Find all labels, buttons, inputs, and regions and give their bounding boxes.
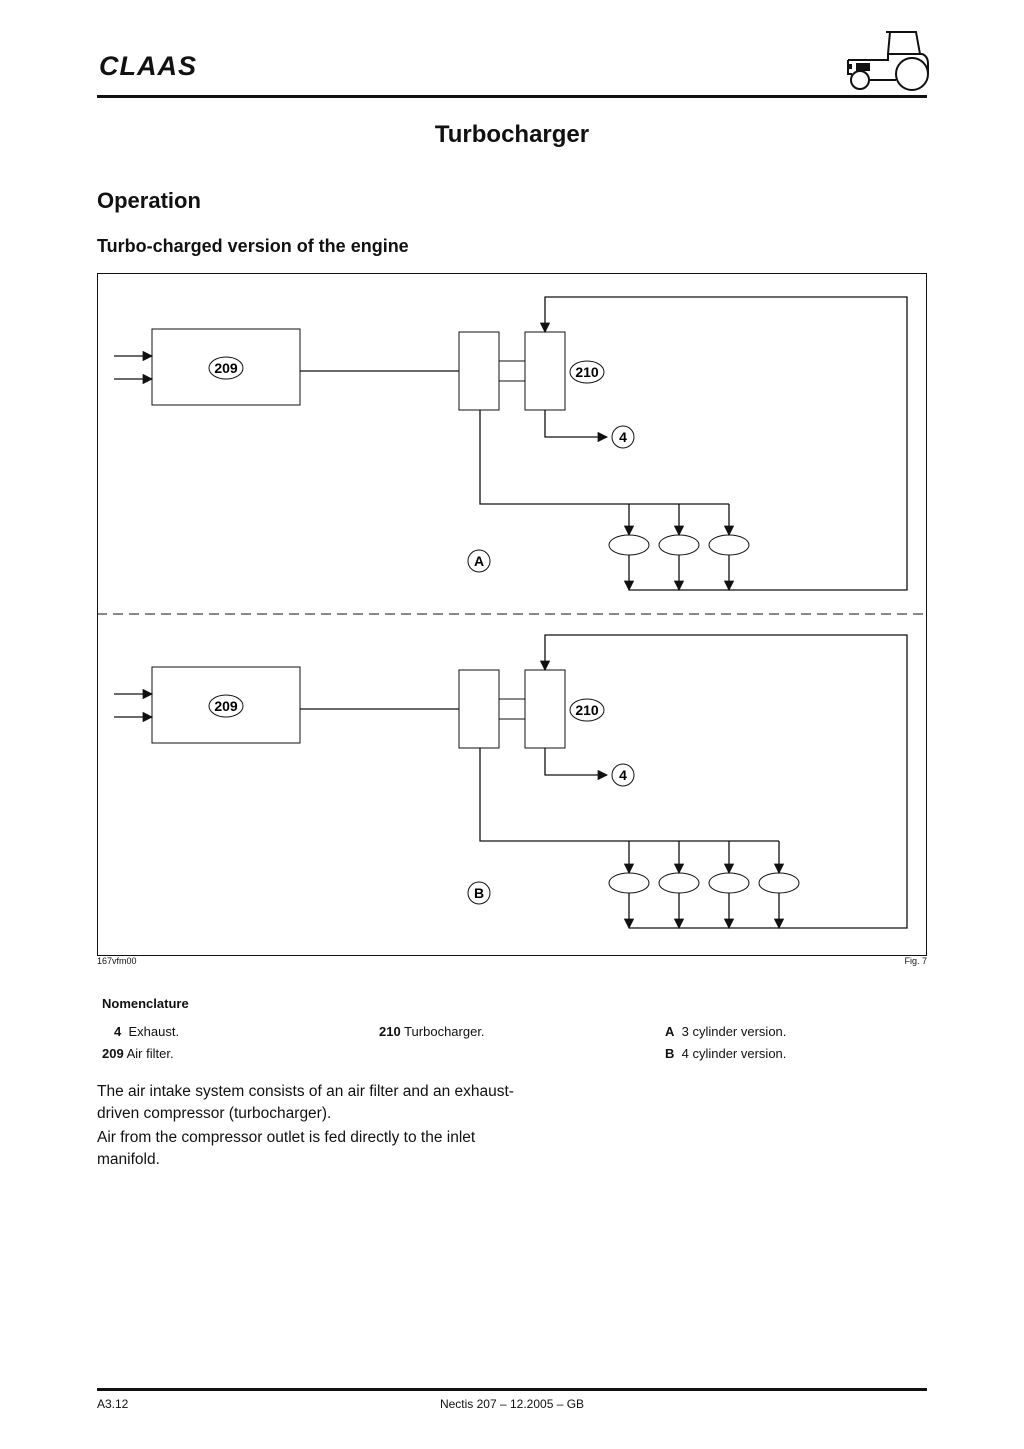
cylinder [708, 534, 750, 556]
nomenclature-item: B 4 cylinder version. [665, 1046, 786, 1061]
cylinder [658, 872, 700, 894]
footer-rule [97, 1388, 927, 1391]
cylinder [708, 872, 750, 894]
body-paragraph: The air intake system consists of an air… [97, 1083, 514, 1122]
nomenclature-key: 209 [102, 1046, 124, 1061]
label-air-filter: 209 [214, 698, 238, 714]
figure-code: 167vfm00 [97, 956, 137, 966]
body-paragraph: Air from the compressor outlet is fed di… [97, 1129, 476, 1168]
turbine-box [458, 331, 500, 411]
claas-logo-graphic: CLAAS [99, 51, 197, 81]
label-version-b: B [474, 885, 484, 901]
figure-number: Fig. 7 [904, 956, 927, 966]
compressor-box [524, 669, 566, 749]
footer-document-id: Nectis 207 – 12.2005 – GB [439, 1397, 585, 1411]
label-turbocharger: 210 [575, 702, 599, 718]
nomenclature-text: Air filter. [126, 1046, 174, 1061]
nomenclature-text: Turbocharger. [404, 1024, 485, 1039]
cylinder [608, 872, 650, 894]
nomenclature-key: B [665, 1046, 675, 1061]
cylinder [608, 534, 650, 556]
nomenclature-key: 4 [114, 1024, 122, 1039]
header-rule [97, 95, 927, 98]
subsection-title: Turbo-charged version of the engine [97, 236, 409, 256]
tractor-icon [838, 30, 930, 92]
nomenclature-item: 209 Air filter. [102, 1046, 174, 1061]
nomenclature-key: 210 [379, 1024, 401, 1039]
turbine-box [458, 669, 500, 749]
turbo-diagram-svg: 209 210 4 A [97, 273, 927, 956]
claas-logo: CLAAS [97, 51, 215, 81]
diagram-version-b: 209 210 4 B [114, 634, 908, 930]
label-version-a: A [474, 553, 484, 569]
air-filter-box [151, 666, 301, 744]
air-filter-box [151, 328, 301, 406]
nomenclature-item: A 3 cylinder version. [665, 1024, 786, 1039]
compressor-box [524, 331, 566, 411]
cylinder [658, 534, 700, 556]
page-title: Turbocharger [434, 121, 590, 148]
nomenclature-item: 210 Turbocharger. [379, 1024, 485, 1039]
turbo-diagram: 209 210 4 A [97, 273, 927, 956]
nomenclature-key: A [665, 1024, 675, 1039]
nomenclature-text: 3 cylinder version. [681, 1024, 787, 1039]
turbo-shaft [498, 698, 526, 720]
label-exhaust: 4 [619, 429, 627, 445]
nomenclature-item: 4 Exhaust. [114, 1024, 179, 1039]
nomenclature-heading: Nomenclature [102, 996, 189, 1011]
label-exhaust: 4 [619, 767, 627, 783]
cylinder [758, 872, 800, 894]
nomenclature-text: Exhaust. [128, 1024, 180, 1039]
section-title: Operation [97, 188, 201, 213]
label-turbocharger: 210 [575, 364, 599, 380]
label-air-filter: 209 [214, 360, 238, 376]
diagram-version-a: 209 210 4 A [114, 296, 908, 592]
turbo-shaft [498, 360, 526, 382]
footer-page-number: A3.12 [97, 1397, 129, 1411]
logo-text: CLAAS [99, 52, 197, 80]
nomenclature-text: 4 cylinder version. [681, 1046, 787, 1061]
